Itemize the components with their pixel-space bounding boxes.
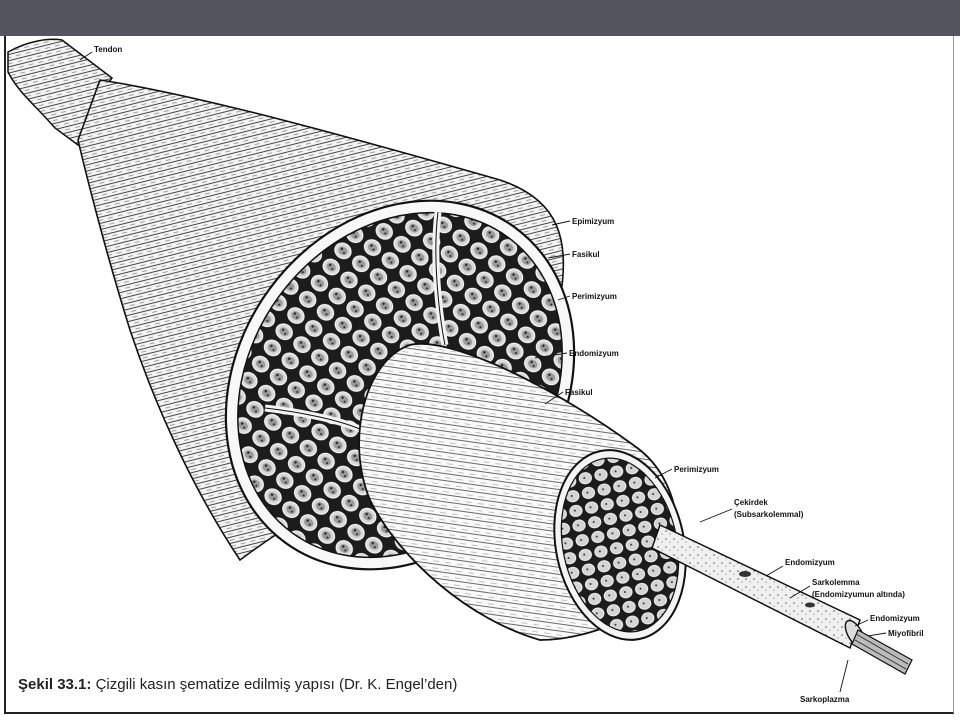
- fiber-nucleus: [739, 571, 751, 577]
- caption-text: Çizgili kasın şematize edilmiş yapısı (D…: [95, 676, 458, 693]
- label-sarcolemma-sub: (Endomizyumun altında): [812, 590, 905, 599]
- label-endomysium: Endomizyum: [569, 349, 619, 358]
- label-nucleus: Çekirdek: [734, 498, 768, 507]
- label-perimysium-2: Perimizyum: [674, 465, 719, 474]
- label-endomysium-2: Endomizyum: [785, 558, 835, 567]
- label-sarcoplasm: Sarkoplazma: [800, 695, 850, 704]
- label-sarcolemma: Sarkolemma: [812, 578, 860, 587]
- label-epimysium: Epimizyum: [572, 217, 614, 226]
- label-nucleus-sub: (Subsarkolemmal): [734, 510, 804, 519]
- fiber-nucleus: [805, 602, 815, 608]
- label-tendon: Tendon: [94, 45, 122, 54]
- label-fascicle-cylinder: Fasikul: [565, 388, 593, 397]
- muscle-fiber: [651, 523, 861, 650]
- myofibril-strand: [851, 629, 913, 675]
- label-endomysium-3: Endomizyum: [870, 614, 920, 623]
- label-perimysium: Perimizyum: [572, 292, 617, 301]
- label-myofibril: Miyofibril: [888, 629, 924, 638]
- figure-frame: [4, 36, 954, 714]
- slide-top-bar: [0, 0, 960, 36]
- label-fascicle: Fasikul: [572, 250, 600, 259]
- caption-number: Şekil 33.1:: [18, 676, 92, 693]
- figure-caption: Şekil 33.1: Çizgili kasın şematize edilm…: [18, 676, 457, 693]
